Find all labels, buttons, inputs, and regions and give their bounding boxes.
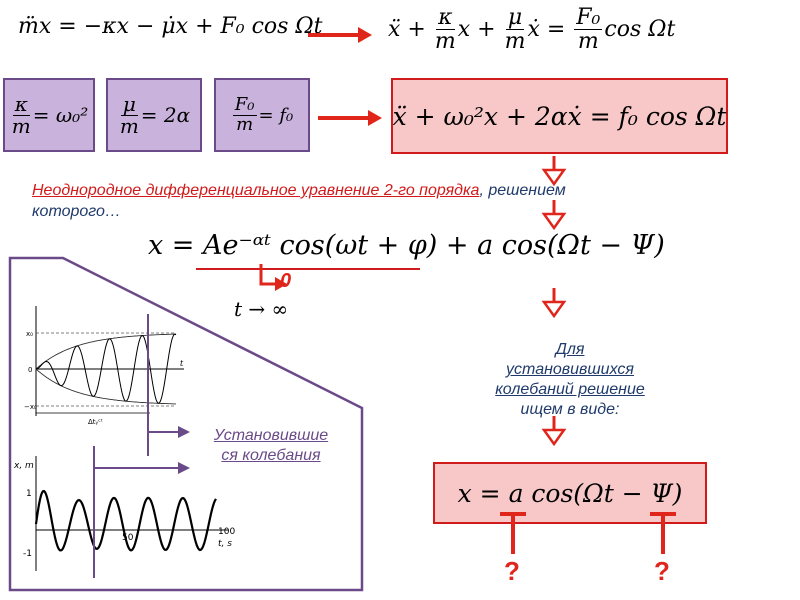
down-arrow-icon	[541, 288, 567, 318]
question-pointer-icon	[500, 512, 526, 554]
question-mark-psi: ?	[654, 556, 670, 586]
graph-bottom-ym1-label: -1	[23, 549, 32, 559]
down-arrow-icon	[541, 416, 567, 446]
zero-label: 0	[280, 270, 292, 292]
graph-top-mx0-label: −x₀	[24, 403, 37, 411]
down-arrow-icon	[541, 156, 567, 186]
limit-label: t → ∞	[234, 297, 289, 321]
graph-bottom-yaxis-label: x, m	[13, 461, 34, 471]
steady-equation: x = a cos(Ωt − Ψ)	[457, 478, 683, 508]
graph-bottom-x100-label: 100	[218, 527, 235, 537]
graph-bottom-tunit-label: t, s	[218, 539, 232, 549]
main-equation: ẍ + ω₀²x + 2αẋ = f₀ cos Ωt	[392, 101, 727, 131]
graph-top-dt-label: Δtᵧᶜᵗ	[88, 418, 103, 426]
question-mark-a: ?	[504, 556, 520, 586]
top-left-equation: m̈x = −κx − μ̇x + F₀ cos Ωt	[18, 14, 323, 39]
graph-bottom-x50-label: 50	[122, 533, 134, 543]
elbow-arrow-icon	[259, 264, 287, 291]
question-pointer-icon	[650, 512, 676, 554]
general-solution: x = Ae⁻ᵅᵗ cos(ωt + φ) + a cos(Ωt − Ψ)	[148, 230, 665, 261]
oscillation-graph-panel: x₀ 0 −x₀ t Δtᵧᶜᵗ x, m 1 -1 50 100 t, s	[8, 256, 364, 592]
ode-description: Неоднородное дифференциальное уравнение …	[32, 182, 566, 220]
main-equation-box: ẍ + ω₀²x + 2αẋ = f₀ cos Ωt	[391, 78, 728, 154]
arrow-right-icon	[318, 110, 382, 126]
transient-graph: x₀ 0 −x₀ t Δtᵧᶜᵗ	[24, 306, 184, 426]
steady-equation-box: x = a cos(Ωt − Ψ)	[433, 462, 707, 524]
graph-top-x0-label: x₀	[26, 330, 33, 338]
graph-top-zero-label: 0	[28, 366, 32, 374]
steady-state-note: Для установившихся колебаний решение ище…	[495, 341, 645, 418]
steady-state-graph: x, m 1 -1 50 100 t, s	[13, 456, 235, 571]
graph-bottom-y1-label: 1	[26, 489, 32, 499]
arrow-right-icon	[308, 27, 372, 43]
down-arrow-icon	[541, 200, 567, 230]
graph-top-t-label: t	[180, 359, 184, 368]
underline-decay-term	[196, 268, 420, 270]
